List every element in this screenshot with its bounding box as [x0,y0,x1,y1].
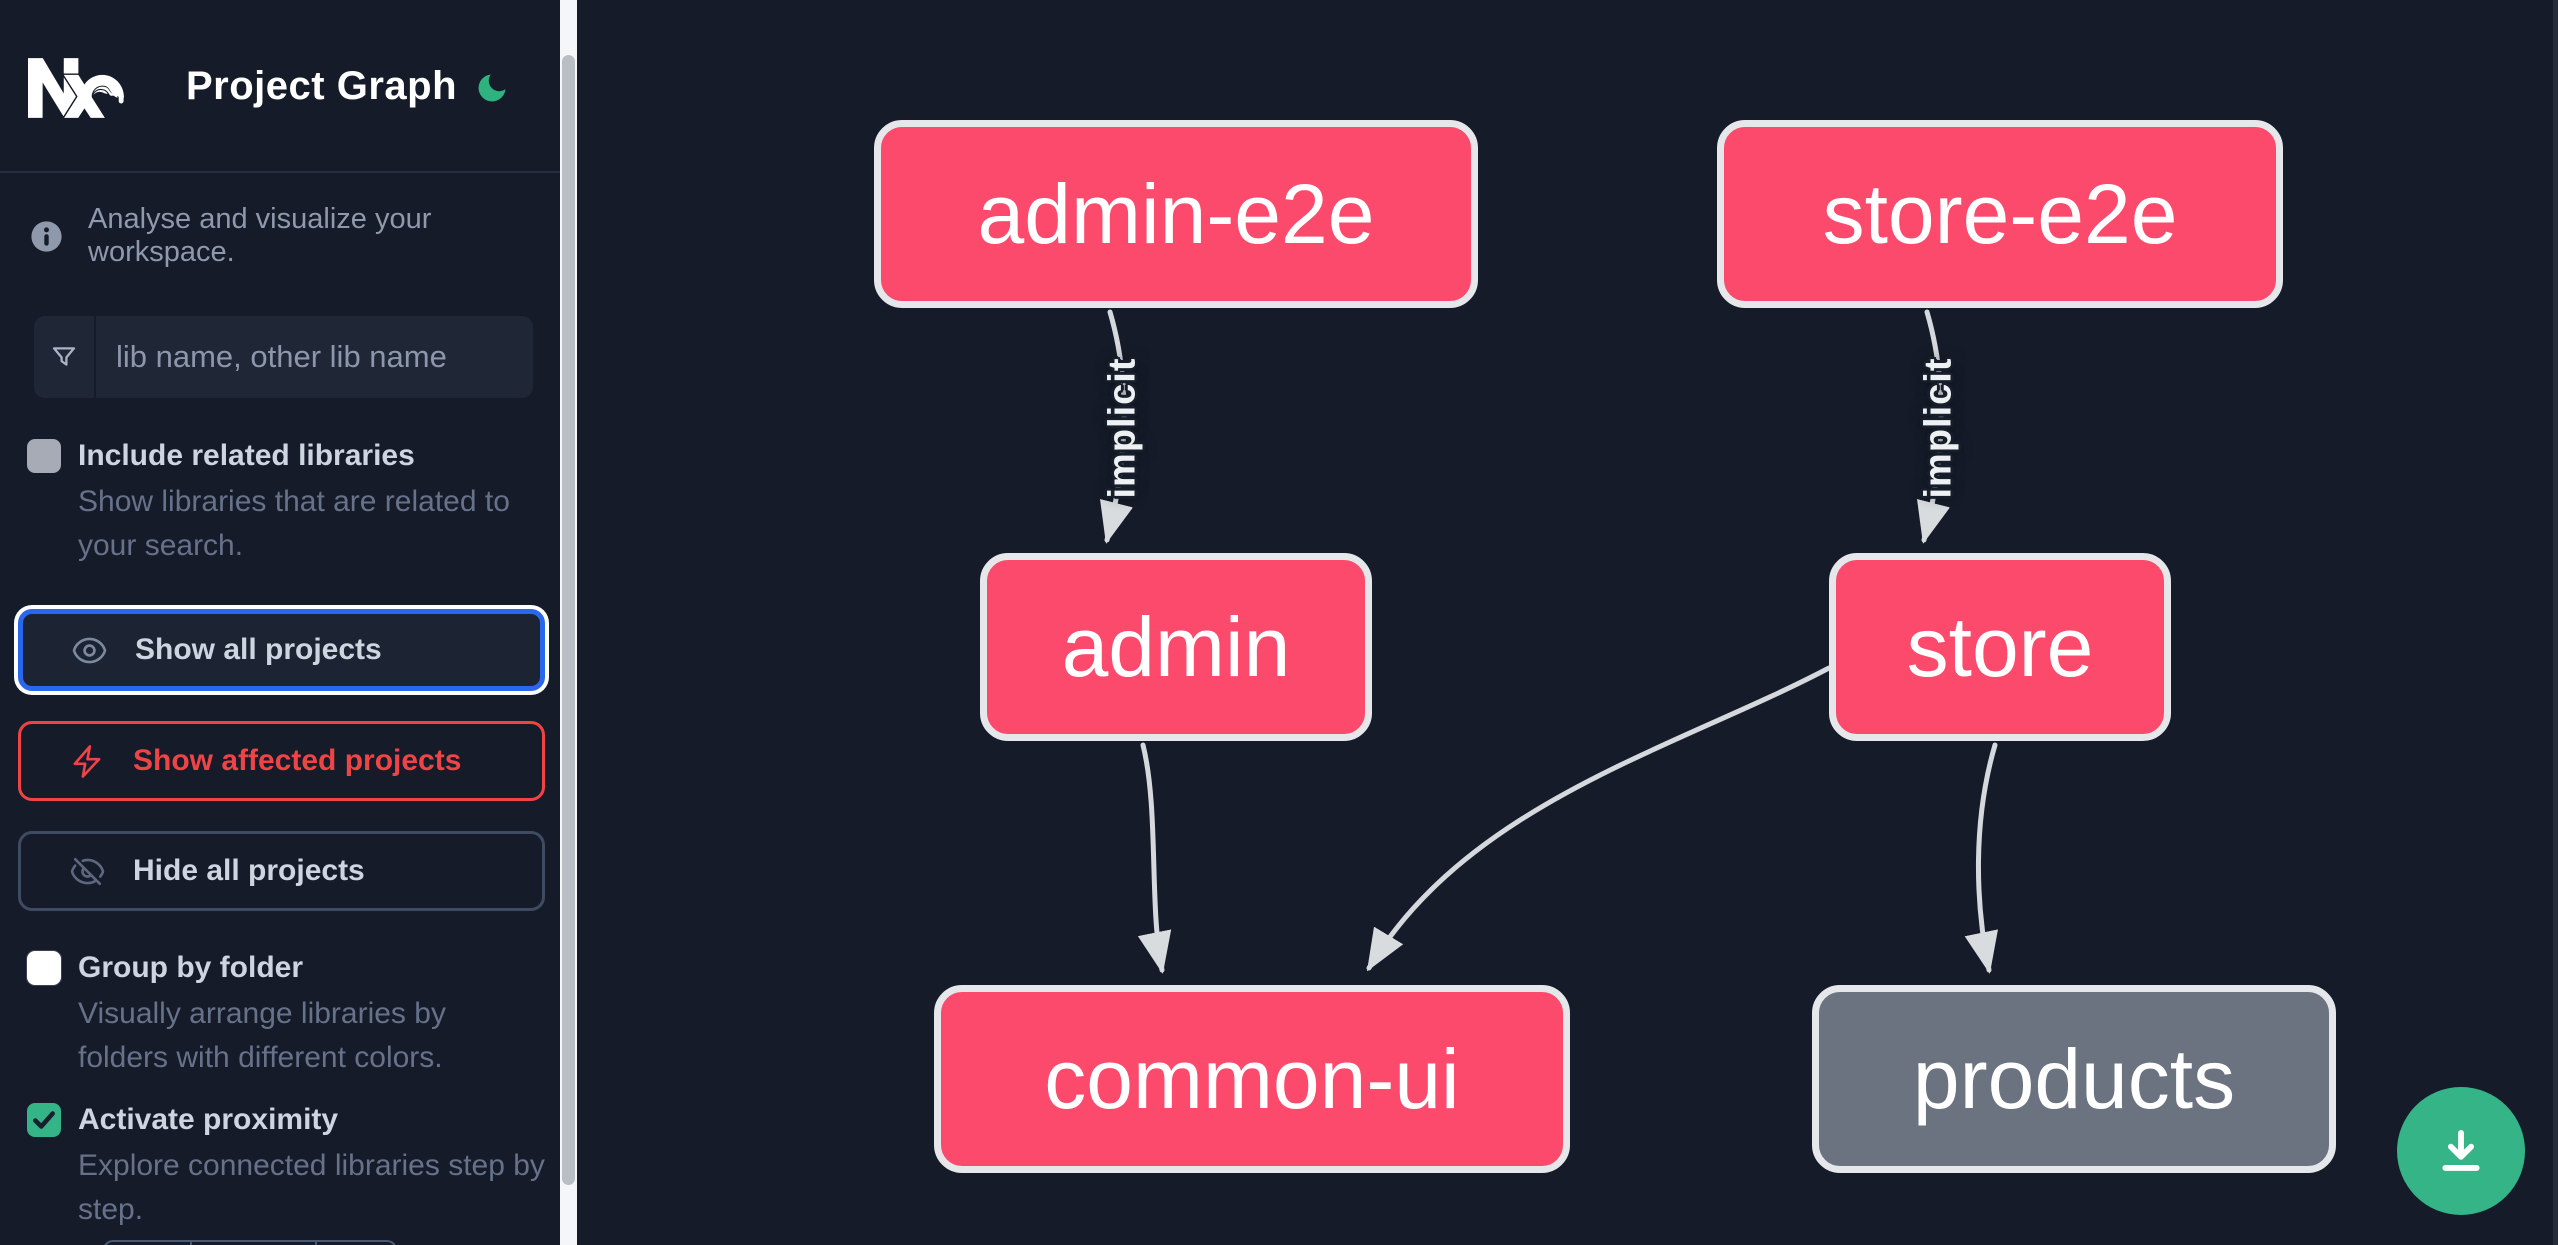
node-products[interactable]: products [1812,985,2336,1173]
search-input[interactable] [96,316,533,398]
bolt-icon [73,744,101,778]
sidebar-scrollbar-thumb[interactable] [562,55,575,1185]
edge-store-e2e-to-store [1916,309,1950,544]
sidebar-scrollbar[interactable] [560,0,577,1245]
include-related-row: Include related libraries Show libraries… [27,436,558,568]
activate-proximity-row: Activate proximity Explore connected lib… [27,1100,548,1232]
dark-mode-moon-icon[interactable] [474,70,510,106]
node-admin-e2e-label: admin-e2e [977,166,1375,261]
proximity-stepper[interactable] [103,1240,397,1245]
activate-proximity-checkbox[interactable] [27,1103,61,1137]
edge-store-to-products [1964,742,1998,974]
window-scrollbar-track[interactable] [2553,0,2558,1245]
group-by-folder-checkbox[interactable] [27,951,61,985]
node-admin-label: admin [1061,599,1291,694]
edge-admin-e2e-to-admin [1099,309,1133,544]
nx-logo-icon [28,58,124,118]
dependency-edges [1099,309,1998,974]
hide-all-projects-button[interactable]: Hide all projects [18,831,545,911]
edge-admin-to-common-ui [1137,742,1172,974]
include-related-label: Include related libraries [78,439,415,472]
eye-icon [72,637,107,663]
info-icon [31,220,62,252]
tagline-text: Analyse and visualize your workspace. [88,203,432,268]
node-common-ui[interactable]: common-ui [934,985,1570,1173]
checkmark-icon [33,1111,55,1129]
hide-all-projects-label: Hide all projects [133,854,365,887]
sidebar: Project Graph Analyse and visualize your… [0,0,560,1245]
download-icon [2442,1129,2480,1171]
eye-slash-icon [70,857,105,885]
node-common-ui-label: common-ui [1044,1031,1460,1126]
show-all-projects-button[interactable]: Show all projects [18,609,545,691]
node-store[interactable]: store [1829,553,2171,741]
node-products-label: products [1912,1031,2236,1126]
include-related-description: Show libraries that are related to your … [78,485,510,562]
node-store-e2e[interactable]: store-e2e [1717,120,2283,308]
filter-funnel-icon [34,316,96,398]
search-box [34,316,533,398]
show-all-projects-label: Show all projects [135,633,382,666]
project-graph-canvas[interactable]: admin-e2e store-e2e admin store common-u… [577,0,2558,1245]
group-by-folder-label: Group by folder [78,951,303,984]
include-related-checkbox[interactable] [27,439,61,473]
proximity-value-segment [190,1242,315,1245]
node-store-e2e-label: store-e2e [1822,166,2178,261]
activate-proximity-description: Explore connected libraries step by step… [78,1149,545,1226]
node-store-label: store [1906,599,2094,694]
activate-proximity-label: Activate proximity [78,1103,339,1136]
show-affected-projects-button[interactable]: Show affected projects [18,721,545,801]
node-admin-e2e[interactable]: admin-e2e [874,120,1478,308]
workspace-tagline-row: Analyse and visualize your workspace. [30,203,560,269]
proximity-increment-segment[interactable] [315,1242,395,1245]
page-title: Project Graph [186,64,458,108]
group-by-folder-description: Visually arrange libraries by folders wi… [78,997,446,1074]
show-affected-projects-label: Show affected projects [133,744,462,777]
sidebar-header: Project Graph [0,0,560,173]
edge-store-to-common-ui [1366,665,1832,972]
group-by-folder-row: Group by folder Visually arrange librari… [27,948,518,1080]
node-admin[interactable]: admin [980,553,1372,741]
download-graph-button[interactable] [2397,1087,2525,1215]
